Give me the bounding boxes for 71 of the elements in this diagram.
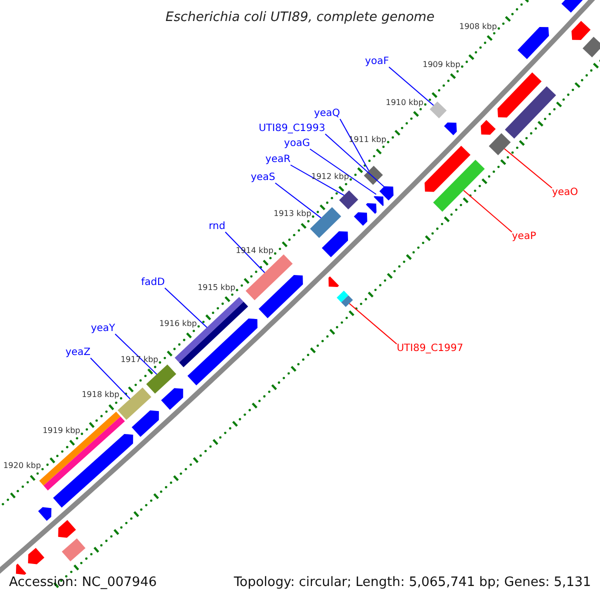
gene-feature [498, 72, 542, 118]
genome-summary-text: Topology: circular; Length: 5,065,741 bp; Genes: 5,131 [234, 576, 591, 589]
gene-block [488, 133, 511, 156]
leader-line [309, 148, 377, 195]
leader-line [463, 190, 512, 232]
scale-label: 1909 kbp [422, 60, 460, 69]
scale-label: 1918 kbp [82, 391, 120, 400]
gene-feature [518, 26, 549, 60]
gene-block [364, 166, 383, 185]
gene-feature [374, 196, 384, 206]
gene-block [430, 101, 447, 118]
gene-feature [322, 231, 348, 258]
scale-label: 1913 kbp [274, 210, 312, 218]
gene-block [336, 290, 353, 307]
leader-line [388, 66, 434, 106]
scale-label: 1919 kbp [42, 426, 80, 435]
gene-block [582, 36, 600, 58]
gene-label: yeaP [512, 232, 536, 242]
gene-block [310, 207, 342, 238]
scale-label: 1920 kbp [3, 462, 41, 470]
gene-label: UTI89_C1997 [396, 344, 464, 354]
gene-feature [161, 388, 184, 410]
gene-feature [38, 507, 52, 521]
gene-feature [366, 203, 376, 214]
gene-block [433, 160, 485, 212]
leader-line [224, 232, 266, 274]
title: Escherichia coli UTI89, complete genome [166, 11, 434, 24]
scale-label: 1910 kbp [386, 98, 424, 107]
gene-block [339, 190, 358, 210]
scale-label: 1915 kbp [198, 284, 236, 292]
gene-feature [444, 122, 457, 136]
leader-line [164, 288, 208, 328]
gene-feature [58, 520, 76, 538]
gene-label: yoaG [284, 139, 310, 149]
gene-feature [561, 0, 584, 13]
gene-feature [354, 212, 368, 226]
leader-line [340, 118, 370, 172]
gene-feature [328, 276, 339, 288]
gene-feature [480, 120, 496, 135]
gene-feature [53, 434, 134, 508]
gene-label: yeaO [552, 188, 578, 198]
gene-label: yeaZ [65, 348, 91, 358]
gene-label: yeaR [265, 155, 291, 165]
scale-label: 1912 kbp [311, 173, 349, 182]
gene-feature [424, 146, 470, 192]
gene-label: rnd [208, 222, 226, 232]
leader-line [290, 164, 345, 196]
scale-label: 1916 kbp [159, 320, 197, 328]
gene-block [39, 412, 125, 491]
gene-feature [379, 186, 394, 200]
gene-label: yoaF [365, 57, 389, 67]
gene-block [504, 86, 556, 139]
gene-feature [16, 564, 26, 575]
leader-line [348, 303, 398, 344]
gene-block [62, 538, 86, 562]
gene-feature [132, 410, 159, 437]
gene-label: fadD [141, 278, 165, 288]
gene-feature [28, 548, 44, 564]
gene-label: yeaS [250, 173, 276, 183]
gene-feature [258, 275, 303, 318]
leader-line [324, 134, 384, 188]
scale-label: 1908 kbp [459, 22, 497, 31]
gene-label: yeaY [90, 324, 116, 334]
gene-block [118, 387, 152, 420]
scale-label: 1917 kbp [120, 356, 158, 364]
gene-label: yeaQ [314, 109, 340, 119]
gene-label: UTI89_C1993 [258, 124, 326, 134]
leader-line [90, 358, 131, 400]
gene-block [146, 364, 176, 394]
gene-feature [572, 20, 591, 40]
gene-block [246, 254, 293, 300]
